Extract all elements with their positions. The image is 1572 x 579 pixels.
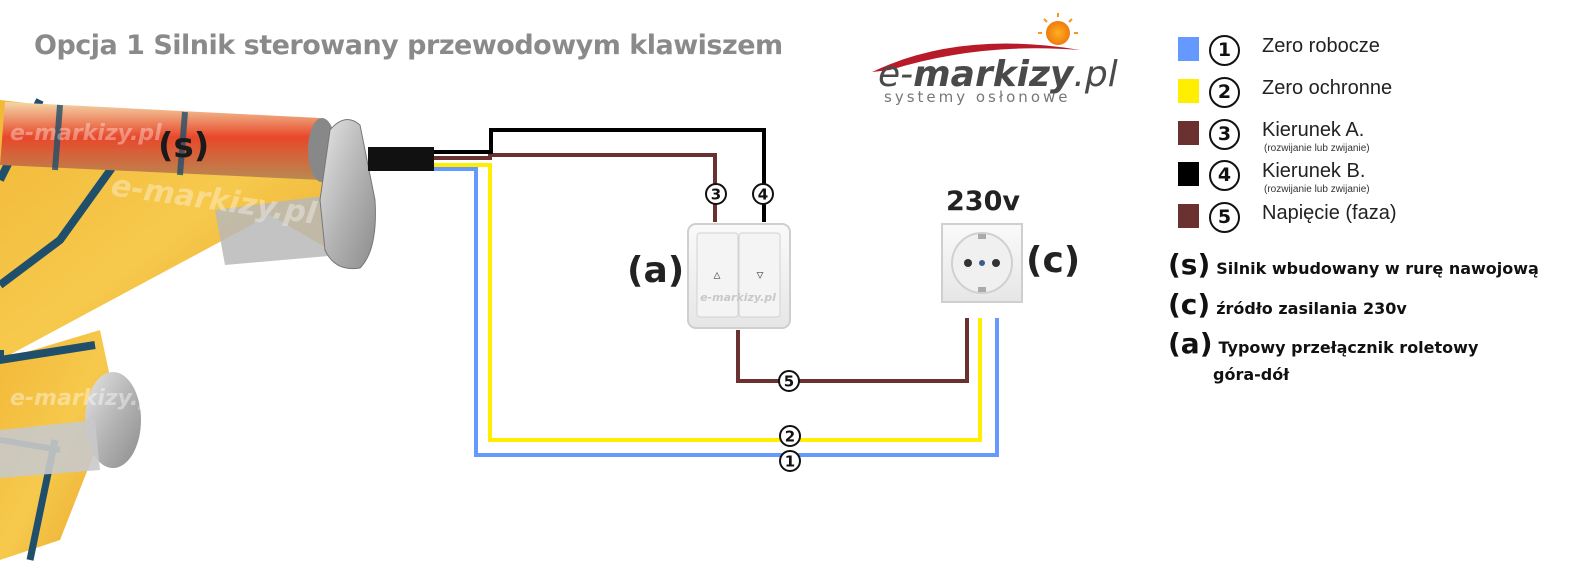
socket-label: (c) (1026, 240, 1081, 281)
key-item-continued: góra-dół (1213, 365, 1289, 384)
socket-pin-hole (964, 259, 972, 267)
key-text: góra-dół (1213, 365, 1290, 384)
wire-marker-4 (752, 183, 774, 205)
switch-label: (a) (627, 250, 685, 291)
wire-marker-2 (779, 425, 801, 447)
wire-marker-2-label: 2 (785, 428, 795, 446)
legend-swatch (1178, 121, 1199, 145)
watermark: e-markizy.pl (10, 386, 162, 411)
wire-markers: 3 4 5 2 1 (705, 183, 801, 472)
awning-illustration: e-markizy.pl e-markizy.pl e-markizy.pl (0, 98, 434, 561)
legend-label: Zero robocze (1262, 35, 1380, 57)
logo-prefix: e- (878, 54, 914, 95)
switch-rocker-down (738, 232, 781, 318)
key-item: (c) źródło zasilania 230v (1168, 288, 1407, 321)
watermark: e-markizy.pl (10, 121, 162, 146)
power-socket (941, 223, 1023, 303)
logo-main: markizy (913, 54, 1074, 95)
socket-earth-top (978, 234, 986, 239)
wire-marker-4-label: 4 (758, 186, 768, 204)
fabric-stripe (52, 104, 63, 171)
motor-cable (368, 147, 434, 171)
socket-screw (979, 260, 985, 266)
legend-note: (rozwijanie lub zwijanie) (1264, 184, 1370, 195)
legend-swatch (1178, 79, 1199, 103)
legend-label: Zero ochronne (1262, 77, 1393, 99)
down-arrow-icon: ▿ (756, 267, 763, 283)
key-letter: (c) (1168, 288, 1211, 321)
front-bar-cap (85, 372, 141, 468)
voltage-label: 230v (946, 186, 1020, 217)
socket-earth-bottom (978, 287, 986, 292)
awning-frame (215, 195, 340, 265)
fabric-stripe (177, 111, 188, 176)
wire-marker-1-label: 1 (785, 453, 795, 471)
logo-wordmark: e-markizy.pl (878, 54, 1118, 95)
logo-graphic (872, 13, 1080, 72)
wire-4-black (434, 128, 766, 222)
socket-pin-hole (992, 259, 1000, 267)
front-bar (0, 420, 100, 478)
fabric-stripe (0, 341, 96, 365)
wire-marker-3 (705, 183, 727, 205)
key-item: (a) Typowy przełącznik roletowy (1168, 327, 1478, 360)
logo-tagline: systemy osłonowe (884, 88, 1071, 106)
legend-swatch (1178, 37, 1199, 61)
wire-5-brown (736, 318, 969, 383)
legend-swatch (1178, 162, 1199, 186)
wire-3-brown (434, 153, 717, 222)
page-title: Opcja 1 Silnik sterowany przewodowym kla… (34, 30, 783, 61)
legend-number: 1 (1209, 35, 1240, 66)
legend-number: 4 (1209, 160, 1240, 191)
legend-label: Kierunek A. (1262, 119, 1365, 141)
wire-2-yellow (434, 163, 982, 442)
legend-note: (rozwijanie lub zwijanie) (1264, 143, 1370, 154)
wire-marker-5 (778, 370, 800, 392)
wire-marker-1 (779, 450, 801, 472)
key-letter: (a) (1168, 327, 1213, 360)
logo-swoosh (872, 43, 1080, 72)
legend-number: 5 (1209, 202, 1240, 233)
wire-marker-3-label: 3 (711, 186, 721, 204)
legend-swatch (1178, 204, 1199, 228)
end-cap (319, 119, 376, 270)
legend-label: Napięcie (faza) (1262, 202, 1397, 224)
switch-rocker-up (696, 232, 739, 318)
motor-label: (s) (158, 126, 210, 166)
legend-label: Kierunek B. (1262, 160, 1366, 182)
watermark: e-markizy.pl (700, 291, 776, 304)
sun-icon (1046, 21, 1070, 45)
legend-number: 2 (1209, 77, 1240, 108)
up-arrow-icon: ▵ (713, 267, 720, 283)
logo: e-markizy.pl systemy osłonowe (872, 10, 1118, 110)
legend-number: 3 (1209, 119, 1240, 150)
logo-suffix: .pl (1073, 54, 1118, 95)
wire-1-blue (434, 167, 999, 457)
key-text: źródło zasilania 230v (1216, 299, 1407, 318)
wires (434, 128, 999, 457)
key-letter: (s) (1168, 248, 1211, 281)
key-text: Silnik wbudowany w rurę nawojową (1216, 259, 1539, 278)
roller-tube (0, 102, 322, 180)
key-item: (s) Silnik wbudowany w rurę nawojową (1168, 248, 1539, 281)
roller-switch: ▵ ▿ e-markizy.pl (687, 223, 791, 329)
key-text: Typowy przełącznik roletowy (1218, 338, 1479, 357)
wire-marker-5-label: 5 (784, 373, 794, 391)
